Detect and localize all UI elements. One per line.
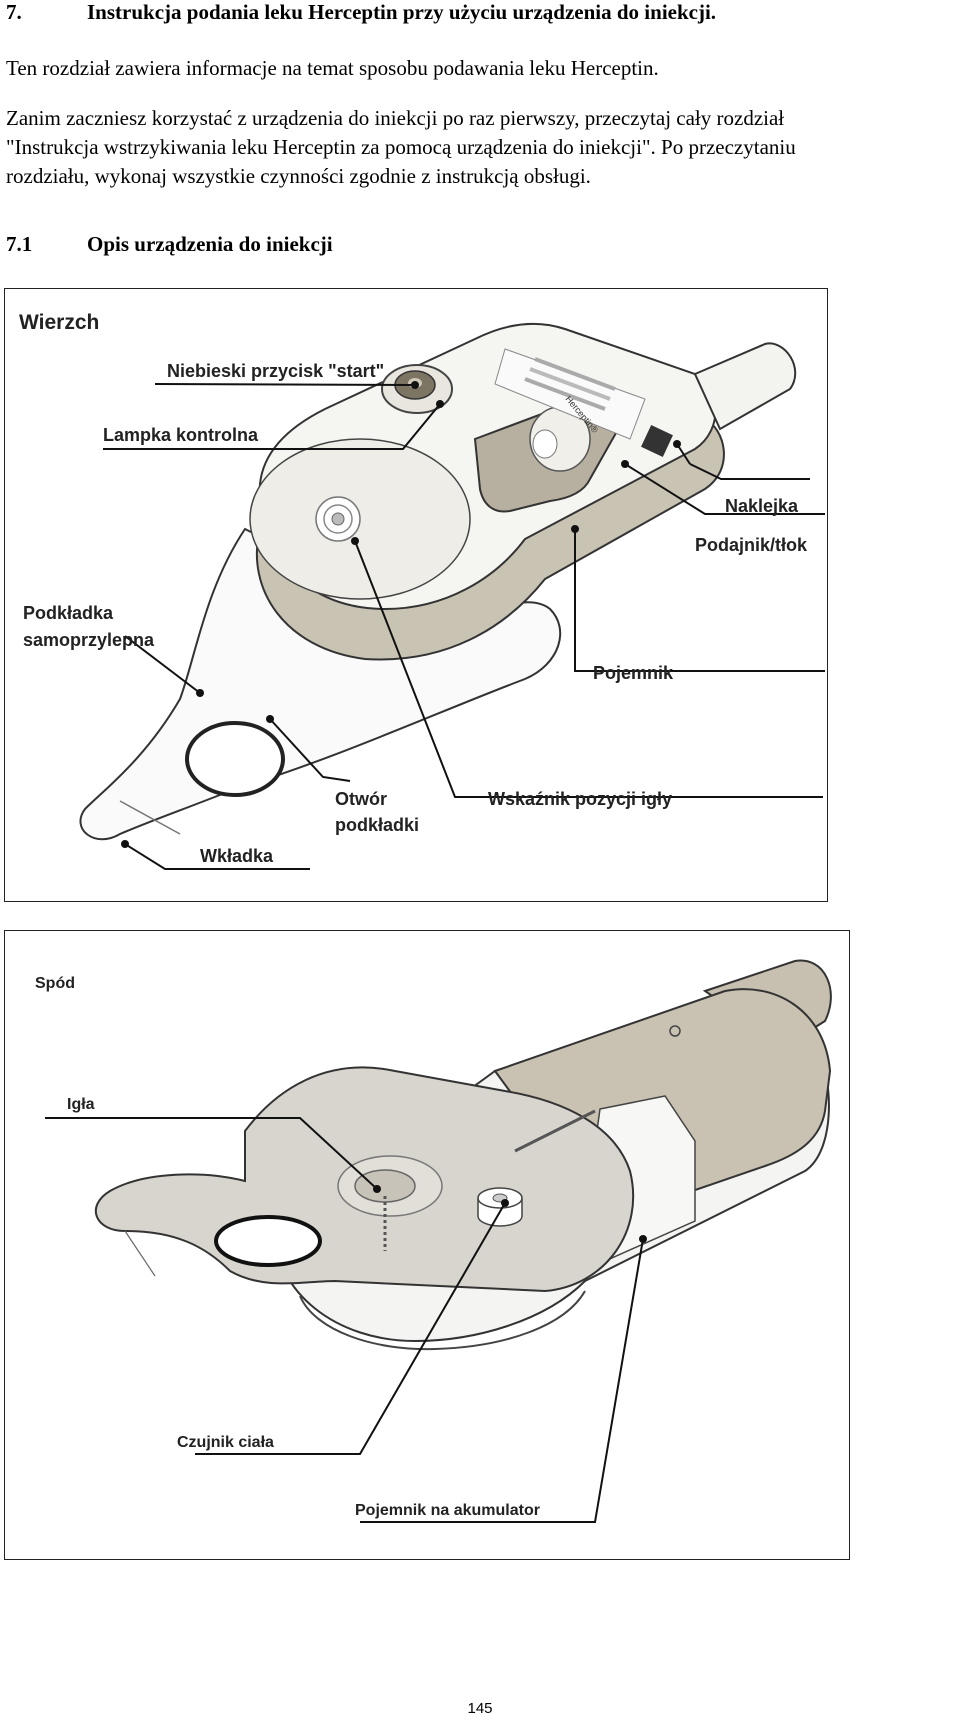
- device-top-illustration: Herceptin® Wierzch Nie: [19, 311, 825, 870]
- figure-title-top: Wierzch: [19, 311, 99, 334]
- label-needle: Igła: [67, 1096, 95, 1113]
- label-body-sensor: Czujnik ciała: [177, 1434, 274, 1451]
- device-bottom-illustration: Spód Igła Czujnik ciała Pojemnik na akum…: [35, 959, 832, 1523]
- qr-code-icon: [641, 425, 673, 457]
- label-insert: Wkładka: [200, 846, 274, 866]
- leader-dots: [121, 381, 681, 848]
- label-pad-hole-2: podkładki: [335, 815, 419, 835]
- pad-hole-bottom: [214, 1215, 322, 1267]
- figure-title-bottom: Spód: [35, 975, 75, 992]
- label-pad-hole-1: Otwór: [335, 789, 387, 809]
- leader-lines-bottom: [45, 1117, 644, 1523]
- label-start-button: Niebieski przycisk "start": [167, 361, 384, 381]
- subsection-number: 7.1: [6, 232, 33, 256]
- sticker-area: Herceptin®: [494, 348, 673, 457]
- label-battery-compartment: Pojemnik na akumulator: [355, 1502, 540, 1519]
- label-sticker: Naklejka: [725, 496, 799, 516]
- instruction-paragraph: Zanim zaczniesz korzystać z urządzenia d…: [6, 104, 956, 191]
- insert-divider: [119, 800, 181, 835]
- subsection-heading: 7.1 Opis urządzenia do iniekcji: [6, 232, 956, 260]
- section-heading: 7. Instrukcja podania leku Herceptin prz…: [6, 0, 956, 28]
- paragraph-line: Zanim zaczniesz korzystać z urządzenia d…: [6, 106, 785, 130]
- subsection-title: Opis urządzenia do iniekcji: [87, 232, 333, 256]
- leader-dots-bottom: [373, 1185, 647, 1243]
- section-number: 7.: [6, 0, 22, 24]
- device-top-view-figure: Herceptin® Wierzch Nie: [4, 288, 828, 902]
- label-needle-indicator: Wskaźnik pozycji igły: [488, 789, 672, 809]
- label-adhesive-pad-1: Podkładka: [23, 603, 114, 623]
- label-container: Pojemnik: [593, 663, 674, 683]
- paragraph-line: Ten rozdział zawiera informacje na temat…: [6, 56, 659, 80]
- leader-lines: [103, 383, 825, 870]
- paragraph-line: rozdziału, wykonaj wszystkie czynności z…: [6, 164, 591, 188]
- label-indicator-lamp: Lampka kontrolna: [103, 425, 259, 445]
- pad-hole-shape: [185, 721, 285, 797]
- label-plunger: Podajnik/tłok: [695, 535, 808, 555]
- device-bottom-view-figure: Spód Igła Czujnik ciała Pojemnik na akum…: [4, 930, 850, 1560]
- intro-paragraph: Ten rozdział zawiera informacje na temat…: [6, 54, 956, 83]
- paragraph-line: "Instrukcja wstrzykiwania leku Herceptin…: [6, 135, 796, 159]
- page-number: 145: [467, 1700, 493, 1717]
- label-adhesive-pad-2: samoprzylepna: [23, 630, 155, 650]
- section-title: Instrukcja podania leku Herceptin przy u…: [87, 0, 717, 24]
- device-tip-shape: [693, 342, 797, 431]
